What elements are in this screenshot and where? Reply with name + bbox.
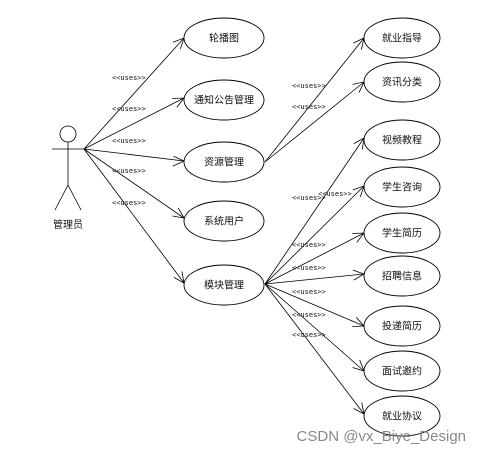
use-case-label: 轮播图 [209,32,239,45]
use-case-label: 模块管理 [204,279,244,292]
use-case-label: 系统用户 [204,215,244,228]
use-case-info-category: 资讯分类 [363,61,441,103]
stereotype-labels: <<uses>> <<uses>> <<uses>> <<uses>> <<us… [112,74,352,339]
module-relations [264,137,365,415]
use-case-recruitment-info: 招聘信息 [363,255,441,297]
stereotype-label: <<uses>> [292,264,326,272]
use-case-label: 通知公告管理 [194,94,254,107]
use-case-module: 模块管理 [183,264,265,306]
resource-relations [264,37,365,163]
stereotype-label: <<uses>> [112,199,146,207]
actor-admin: 管理员 [52,125,84,231]
stereotype-label: <<uses>> [112,137,146,145]
stereotype-label: <<uses>> [292,288,326,296]
watermark: CSDN @vx_Biye_Design [297,428,466,445]
use-case-label: 视频教程 [382,134,422,147]
use-case-video-tutorial: 视频教程 [363,119,441,161]
use-case-student-resume: 学生简历 [363,212,441,254]
stereotype-label: <<uses>> [112,74,146,82]
stereotype-label: <<uses>> [292,311,326,319]
use-case-interview-invitation: 面试邀约 [363,350,441,392]
actor-associations [83,37,185,284]
stereotype-label: <<uses>> [112,167,146,175]
stereotype-label: <<uses>> [318,190,352,198]
use-case-resource: 资源管理 [183,141,265,183]
use-case-label: 招聘信息 [382,270,422,283]
use-case-resume-delivery: 投递简历 [363,305,441,347]
rel-career-guidance [264,37,365,163]
rel-video-tutorial [264,137,365,285]
use-case-label: 资源管理 [204,156,244,169]
stereotype-label: <<uses>> [292,194,326,202]
stereotype-label: <<uses>> [112,105,146,113]
stereotype-label: <<uses>> [292,241,326,249]
rel-interview-invitation [264,283,365,372]
use-case-career-guidance: 就业指导 [363,17,441,59]
use-case-employment-agreement: 就业协议 [363,395,441,437]
use-case-student-consult: 学生咨询 [363,166,441,208]
use-case-notice: 通知公告管理 [183,79,265,121]
assoc-carousel [83,37,185,150]
rel-recruitment-info [264,269,365,285]
stereotype-label: <<uses>> [292,331,326,339]
use-case-carousel: 轮播图 [183,17,265,59]
use-case-label: 学生咨询 [382,181,422,194]
stereotype-label: <<uses>> [292,82,326,90]
use-case-label: 就业协议 [382,410,422,423]
assoc-resource [83,148,185,167]
use-case-label: 投递简历 [382,320,422,333]
actor-label: 管理员 [53,218,83,231]
use-case-label: 就业指导 [382,32,422,45]
use-case-label: 学生简历 [382,227,422,240]
rel-info-category [264,81,365,163]
use-case-system-user: 系统用户 [183,200,265,242]
rel-employment-agreement [264,283,365,415]
use-case-label: 面试邀约 [382,365,422,378]
use-case-label: 资讯分类 [382,76,422,89]
actor-head [59,125,77,143]
stereotype-label: <<uses>> [292,103,326,111]
